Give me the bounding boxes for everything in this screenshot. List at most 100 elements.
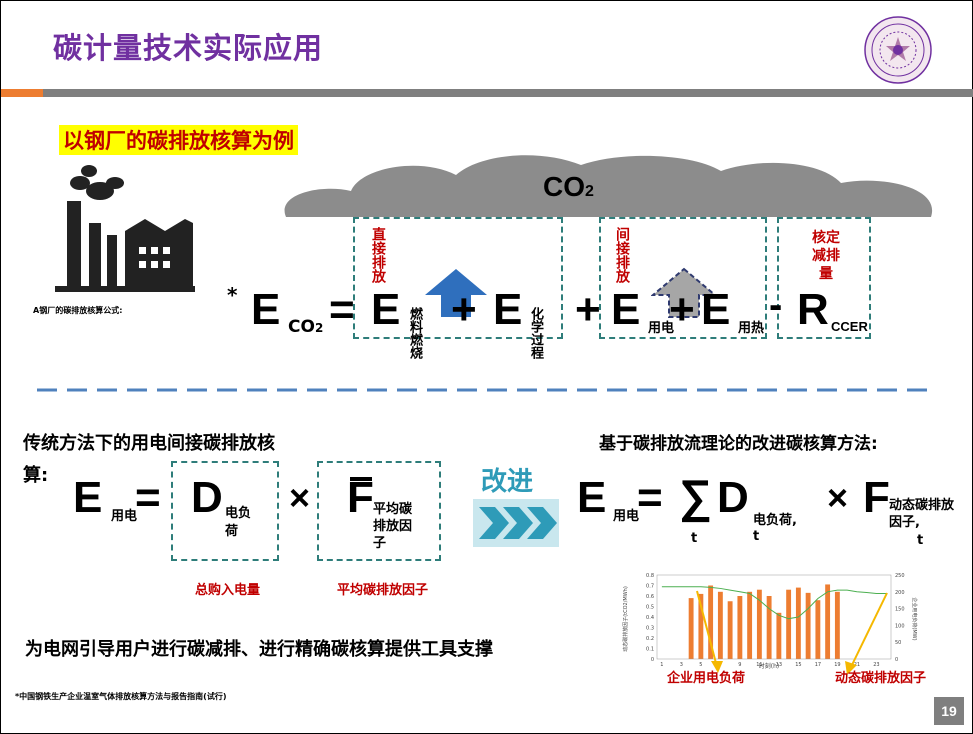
university-seal-icon bbox=[864, 16, 932, 84]
formula3-sigma: ∑ bbox=[679, 470, 712, 522]
left-tick-label: 0.6 bbox=[646, 594, 654, 600]
factory-icon bbox=[55, 165, 195, 292]
chart-bar bbox=[766, 596, 772, 659]
formula1-equals: = bbox=[329, 285, 355, 334]
formula3-F-sub: 动态碳排放因子, bbox=[889, 498, 955, 530]
footnote: *中国钢铁生产企业温室气体排放核算方法与报告指南(试行) bbox=[15, 692, 227, 701]
formula2-F-bar bbox=[350, 477, 372, 481]
formula3-F-sub-t: t bbox=[917, 533, 924, 548]
left-axis-label: 动态碳排放因子(tCO2/MWh) bbox=[622, 586, 629, 652]
right-tick-label: 0 bbox=[895, 657, 898, 663]
direct-emission-label: 直接排放 bbox=[370, 227, 386, 283]
chart-bar bbox=[708, 585, 714, 659]
formula3-equals: = bbox=[637, 473, 663, 522]
formula1-term3-sub: 用电 bbox=[648, 321, 675, 336]
co2-cloud bbox=[284, 155, 933, 217]
chart-bar bbox=[786, 589, 792, 659]
formula3-D-sub: 电负荷, bbox=[753, 513, 797, 528]
x-tick-label: 9 bbox=[738, 662, 741, 668]
chart-bar bbox=[825, 584, 831, 659]
x-tick-label: 13 bbox=[776, 662, 782, 668]
left-tick-label: 0.4 bbox=[646, 615, 654, 621]
avg-factor-box bbox=[317, 461, 441, 561]
chart-bar bbox=[776, 612, 782, 659]
formula1-term4-sub: 用热 bbox=[738, 321, 765, 336]
formula1-term2: E bbox=[493, 285, 523, 334]
right-tick-label: 100 bbox=[895, 623, 905, 629]
formula3-E-sub: 用电 bbox=[613, 509, 640, 524]
chart-bar bbox=[834, 591, 840, 659]
formula1-plus1: + bbox=[451, 285, 477, 334]
right-tick-label: 150 bbox=[895, 607, 905, 613]
formula1-E-sub: CO2 bbox=[288, 317, 324, 337]
formula3-E: E bbox=[577, 473, 607, 522]
chart-bar bbox=[756, 589, 762, 659]
total-purchase-label: 总购入电量 bbox=[195, 583, 261, 598]
up-arrow-icon bbox=[425, 269, 487, 317]
traditional-method-heading-cont: 算: bbox=[23, 465, 49, 486]
left-tick-label: 0 bbox=[651, 657, 654, 663]
formula1-plus3: + bbox=[669, 285, 695, 334]
factory-caption: A钢厂的碳排放核算公式: bbox=[33, 306, 123, 315]
right-tick-label: 250 bbox=[895, 573, 905, 579]
chart-bar bbox=[795, 587, 801, 659]
title-divider-accent bbox=[1, 89, 43, 97]
verified-reduction-box bbox=[777, 217, 871, 339]
chart-callout-arrows bbox=[696, 590, 888, 675]
page-title: 碳计量技术实际应用 bbox=[53, 31, 324, 65]
left-tick-label: 0.5 bbox=[646, 605, 654, 611]
formula2-E: E bbox=[73, 473, 103, 522]
left-tick-label: 0.1 bbox=[646, 647, 654, 653]
indirect-emission-box bbox=[599, 217, 767, 339]
dynamic-factor-label: 动态碳排放因子 bbox=[835, 671, 927, 686]
formula3-sigma-sub: t bbox=[691, 531, 698, 546]
dashed-up-arrow-icon bbox=[651, 267, 717, 318]
improve-label: 改进 bbox=[481, 467, 534, 497]
chart-bar bbox=[688, 598, 694, 659]
x-tick-label: 15 bbox=[795, 662, 801, 668]
formula1-E: E bbox=[251, 285, 281, 334]
avg-factor-label: 平均碳排放因子 bbox=[337, 583, 429, 598]
load-box bbox=[171, 461, 279, 561]
formula2-equals: = bbox=[135, 473, 161, 522]
x-tick-label: 1 bbox=[660, 662, 663, 668]
chart-bars bbox=[688, 584, 840, 659]
formula3-D: D bbox=[717, 473, 749, 522]
chart-bar bbox=[737, 596, 743, 659]
chevron-arrows-icon bbox=[473, 499, 559, 547]
formula1-term3: E bbox=[611, 285, 641, 334]
enterprise-load-label: 企业用电负荷 bbox=[667, 671, 746, 686]
load-line bbox=[661, 586, 887, 620]
formula2-F-sub: 平均碳排放因子 bbox=[373, 502, 413, 551]
left-axis-ticks: 00.10.20.30.40.50.60.70.8 bbox=[646, 573, 654, 663]
left-tick-label: 0.2 bbox=[646, 636, 654, 642]
x-tick-label: 23 bbox=[873, 662, 879, 668]
formula2-D-sub: 电负荷 bbox=[225, 506, 252, 539]
x-tick-label: 17 bbox=[815, 662, 821, 668]
x-axis-label: 时刻(h) bbox=[759, 662, 780, 670]
chart-bar bbox=[727, 601, 733, 659]
formula1-minus: - bbox=[769, 283, 783, 327]
verified-reduction-label: 核定减排量 bbox=[812, 230, 840, 282]
formula1-term1-sub: 燃料燃烧 bbox=[407, 307, 422, 359]
improved-method-heading: 基于碳排放流理论的改进碳核算方法: bbox=[599, 434, 878, 454]
x-tick-label: 19 bbox=[834, 662, 840, 668]
bottom-statement: 为电网引导用户进行碳减排、进行精确碳核算提供工具支撑 bbox=[25, 639, 493, 660]
left-tick-label: 0.3 bbox=[646, 626, 654, 632]
chart-bar bbox=[805, 592, 811, 659]
formula1-term4: E bbox=[701, 285, 731, 334]
asterisk: * bbox=[227, 283, 238, 307]
formula2-E-sub: 用电 bbox=[111, 509, 138, 524]
section-divider bbox=[37, 388, 937, 392]
formula1-plus2: + bbox=[575, 285, 601, 334]
formula1-term2-sub: 化学过程 bbox=[528, 307, 543, 359]
right-tick-label: 200 bbox=[895, 590, 905, 596]
indirect-emission-label: 间接排放 bbox=[614, 227, 630, 283]
left-tick-label: 0.7 bbox=[646, 584, 654, 590]
x-tick-label: 11 bbox=[756, 662, 762, 668]
chart-bar bbox=[747, 591, 753, 659]
formula2-D: D bbox=[191, 473, 223, 522]
page-number: 19 bbox=[934, 697, 964, 725]
